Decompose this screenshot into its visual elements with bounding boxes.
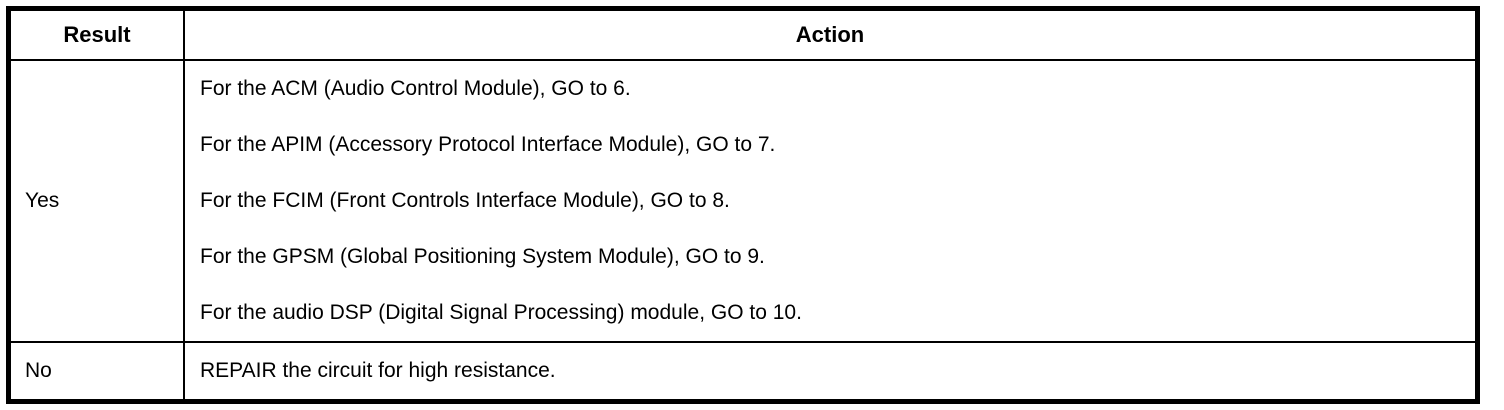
- action-line-gpsm: For the GPSM (Global Positioning System …: [200, 245, 765, 268]
- action-line-fcim: For the FCIM (Front Controls Interface M…: [200, 189, 730, 212]
- action-column-header: Action: [183, 7, 1479, 61]
- result-column-header: Result: [7, 7, 185, 61]
- result-cell-no: No: [7, 341, 185, 403]
- action-cell-no: REPAIR the circuit for high resistance.: [183, 341, 1479, 403]
- action-cell-yes: For the ACM (Audio Control Module), GO t…: [183, 59, 1479, 343]
- result-cell-yes: Yes: [7, 59, 185, 343]
- table-row-yes: Yes For the ACM (Audio Control Module), …: [7, 59, 1479, 343]
- action-line-dsp: For the audio DSP (Digital Signal Proces…: [200, 301, 802, 324]
- action-line-apim: For the APIM (Accessory Protocol Interfa…: [200, 133, 776, 156]
- action-line-repair: REPAIR the circuit for high resistance.: [200, 359, 556, 382]
- action-line-acm: For the ACM (Audio Control Module), GO t…: [200, 77, 631, 100]
- result-action-table: Result Action Yes For the ACM (Audio Con…: [6, 6, 1480, 404]
- table-row-no: No REPAIR the circuit for high resistanc…: [7, 341, 1479, 403]
- table-header-row: Result Action: [7, 7, 1479, 61]
